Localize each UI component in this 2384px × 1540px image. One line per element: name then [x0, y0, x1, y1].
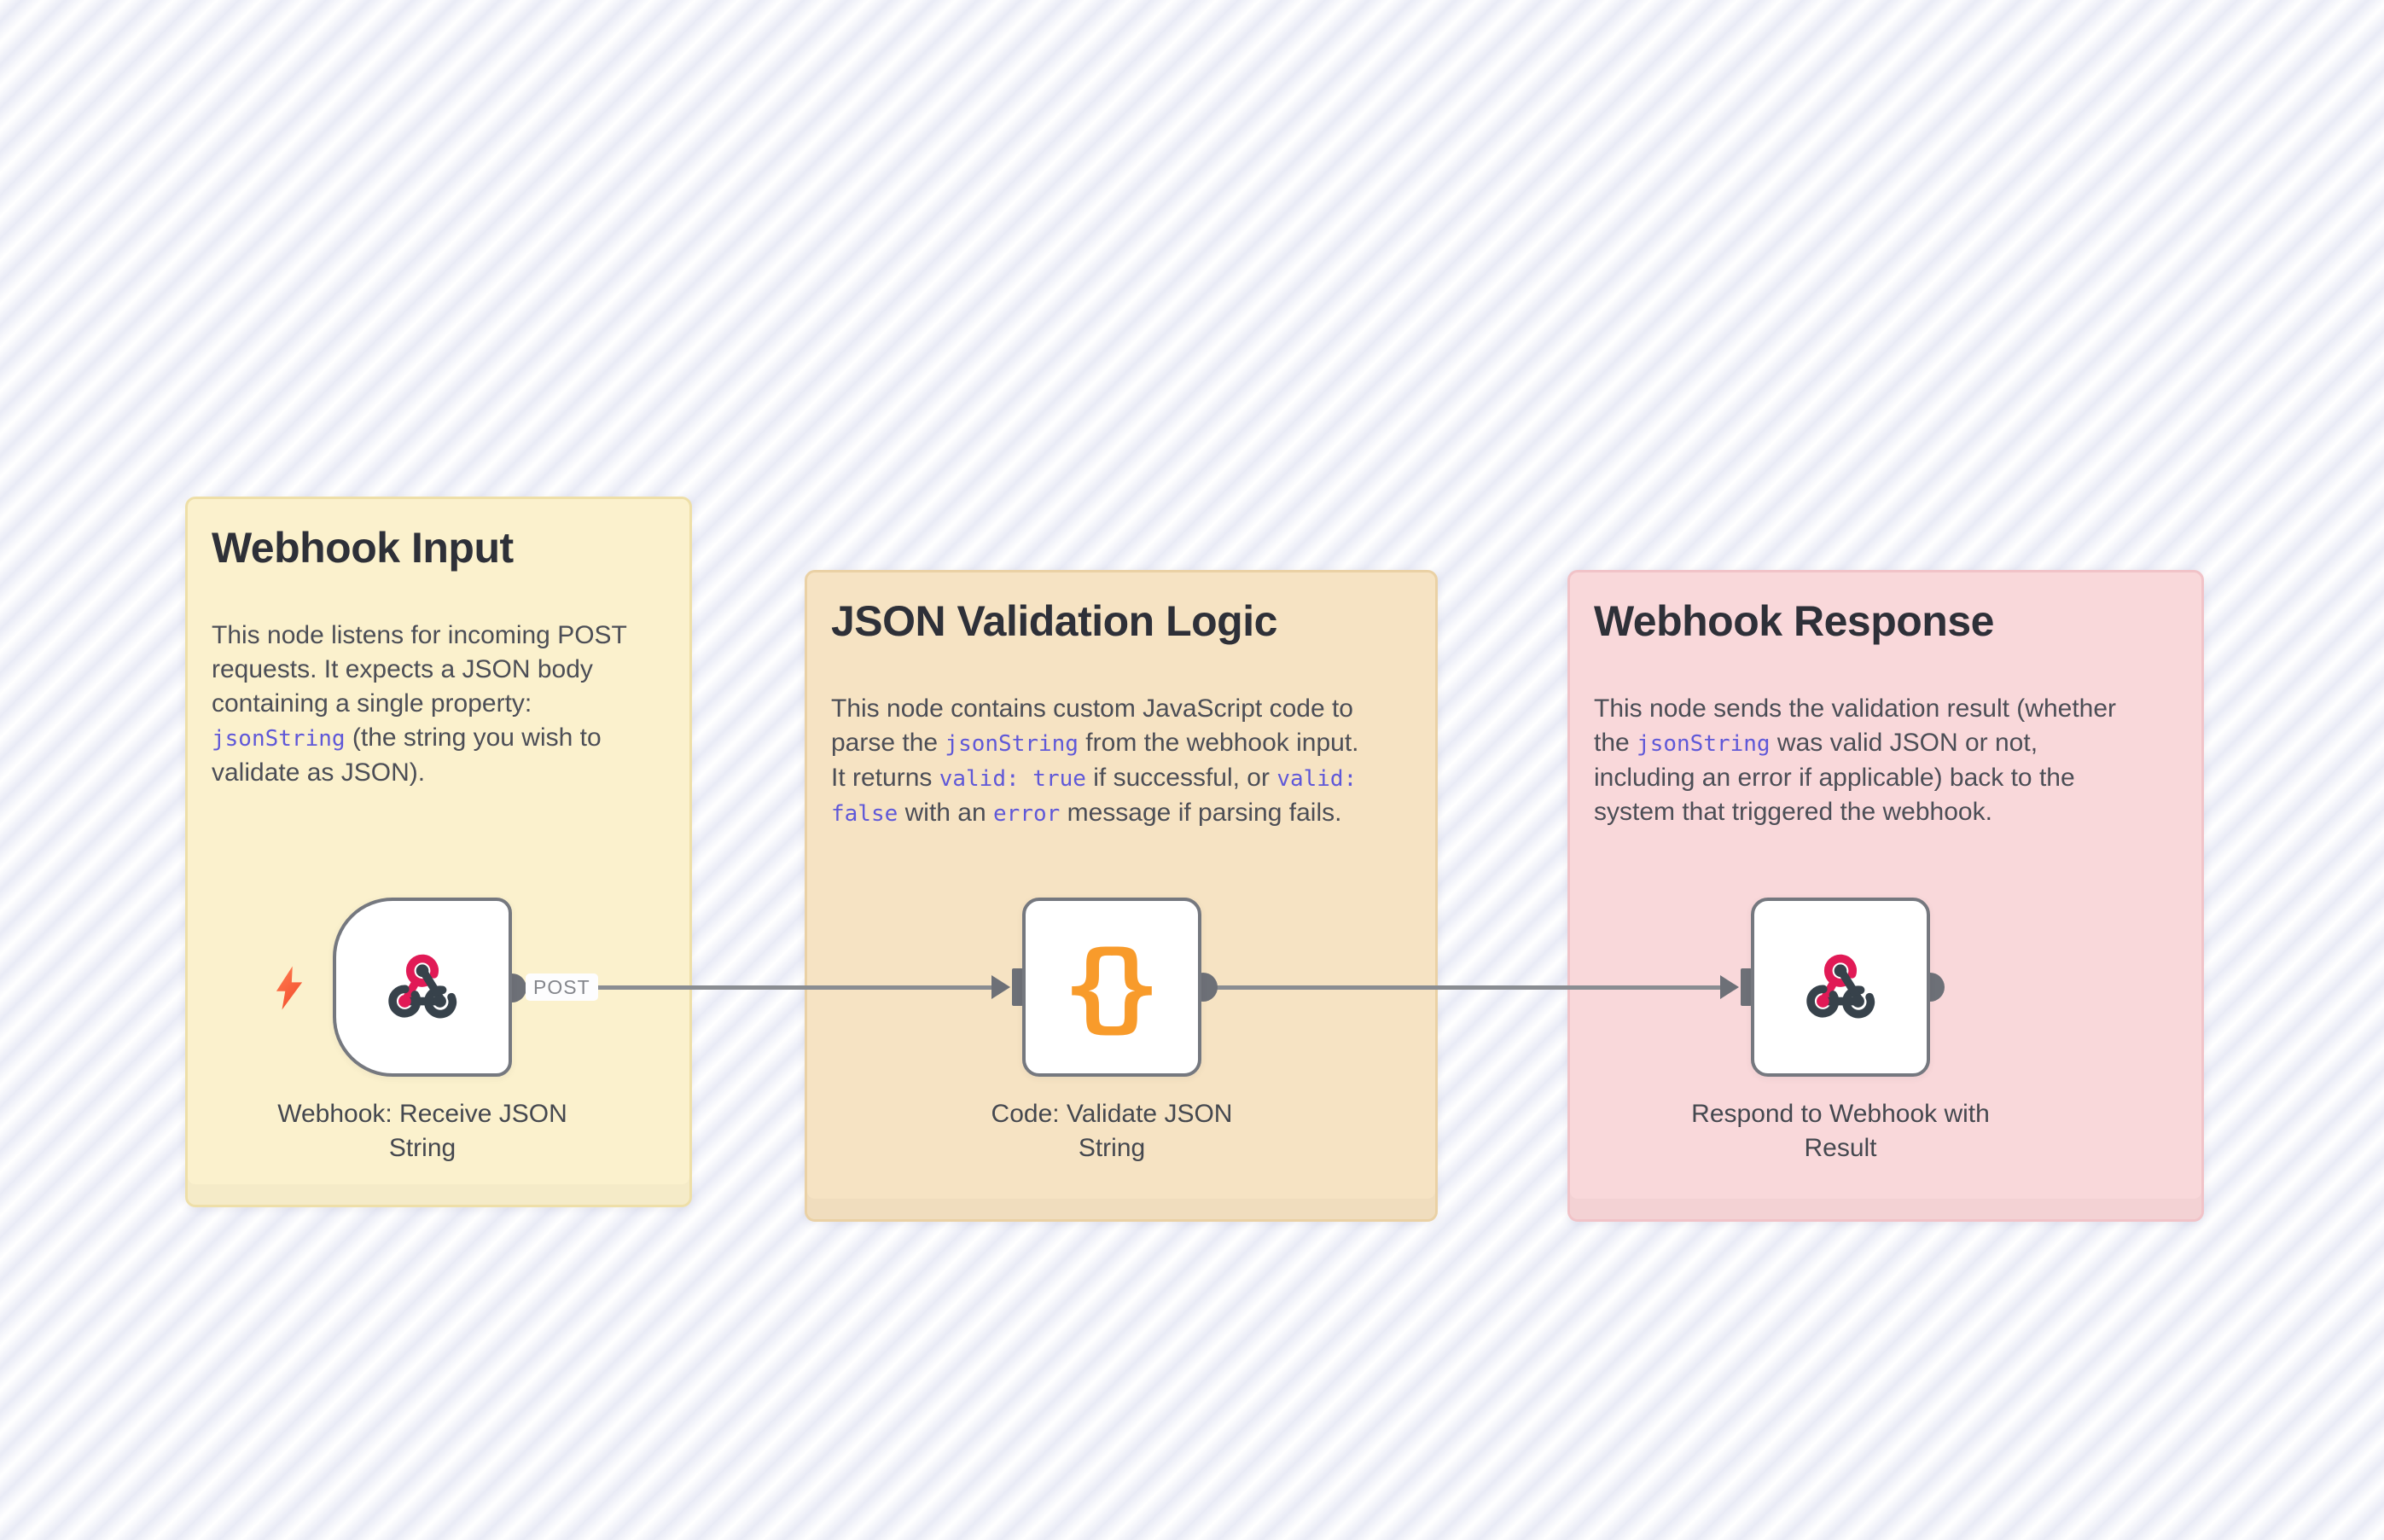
connection-code-to-respond[interactable] [1201, 985, 1722, 990]
node-code-validate-json[interactable]: {} [1022, 898, 1201, 1077]
text-line: the jsonString was valid JSON or not, [1594, 729, 2038, 757]
trigger-bolt-icon [276, 966, 303, 1010]
sticky-note-json-validation-logic[interactable]: JSON Validation Logic This node contains… [805, 570, 1438, 1222]
connection-label-post: POST [526, 973, 598, 1001]
text-line: requests. It expects a JSON body [212, 655, 593, 683]
sticky-body: This node listens for incoming POST reque… [212, 619, 666, 790]
connection-webhook-to-code[interactable] [512, 985, 995, 990]
node-label-webhook-trigger: Webhook: Receive JSON String [201, 1097, 644, 1165]
sticky-title: JSON Validation Logic [831, 597, 1277, 645]
input-port-respond[interactable] [1718, 968, 1753, 1007]
text-line: This node listens for incoming POST [212, 621, 627, 649]
text-line: including an error if applicable) back t… [1594, 764, 2075, 792]
text-line: Respond to Webhook with [1691, 1100, 1990, 1128]
text-line: Code: Validate JSON [991, 1100, 1233, 1128]
node-webhook-trigger[interactable] [333, 898, 512, 1077]
webhook-icon [388, 954, 457, 1019]
sticky-note-webhook-input[interactable]: Webhook Input This node listens for inco… [185, 497, 692, 1207]
text-line: This node sends the validation result (w… [1594, 694, 2117, 723]
text-line: String [388, 1134, 456, 1162]
node-label-code: Code: Validate JSON String [890, 1097, 1334, 1165]
text-line: jsonString (the string you wish to [212, 724, 602, 752]
code-braces-icon: {} [1063, 932, 1160, 1043]
sticky-note-webhook-response[interactable]: Webhook Response This node sends the val… [1567, 570, 2204, 1222]
text-line: Result [1804, 1134, 1877, 1162]
text-line: This node contains custom JavaScript cod… [831, 694, 1353, 723]
text-line: false with an error message if parsing f… [831, 799, 1342, 827]
node-respond-to-webhook[interactable] [1751, 898, 1930, 1077]
text-line: system that triggered the webhook. [1594, 798, 1992, 826]
text-line: containing a single property: [212, 689, 532, 718]
text-line: parse the jsonString from the webhook in… [831, 729, 1359, 757]
text-line: String [1078, 1134, 1146, 1162]
input-port-code[interactable] [990, 968, 1024, 1007]
sticky-title: Webhook Input [212, 524, 514, 572]
webhook-icon [1806, 954, 1875, 1019]
text-line: Webhook: Receive JSON [277, 1100, 567, 1128]
sticky-body: This node sends the validation result (w… [1594, 692, 2178, 829]
text-line: It returns valid: true if successful, or… [831, 764, 1358, 792]
sticky-title: Webhook Response [1594, 597, 1994, 645]
sticky-body: This node contains custom JavaScript cod… [831, 692, 1411, 831]
text-line: validate as JSON). [212, 758, 426, 787]
